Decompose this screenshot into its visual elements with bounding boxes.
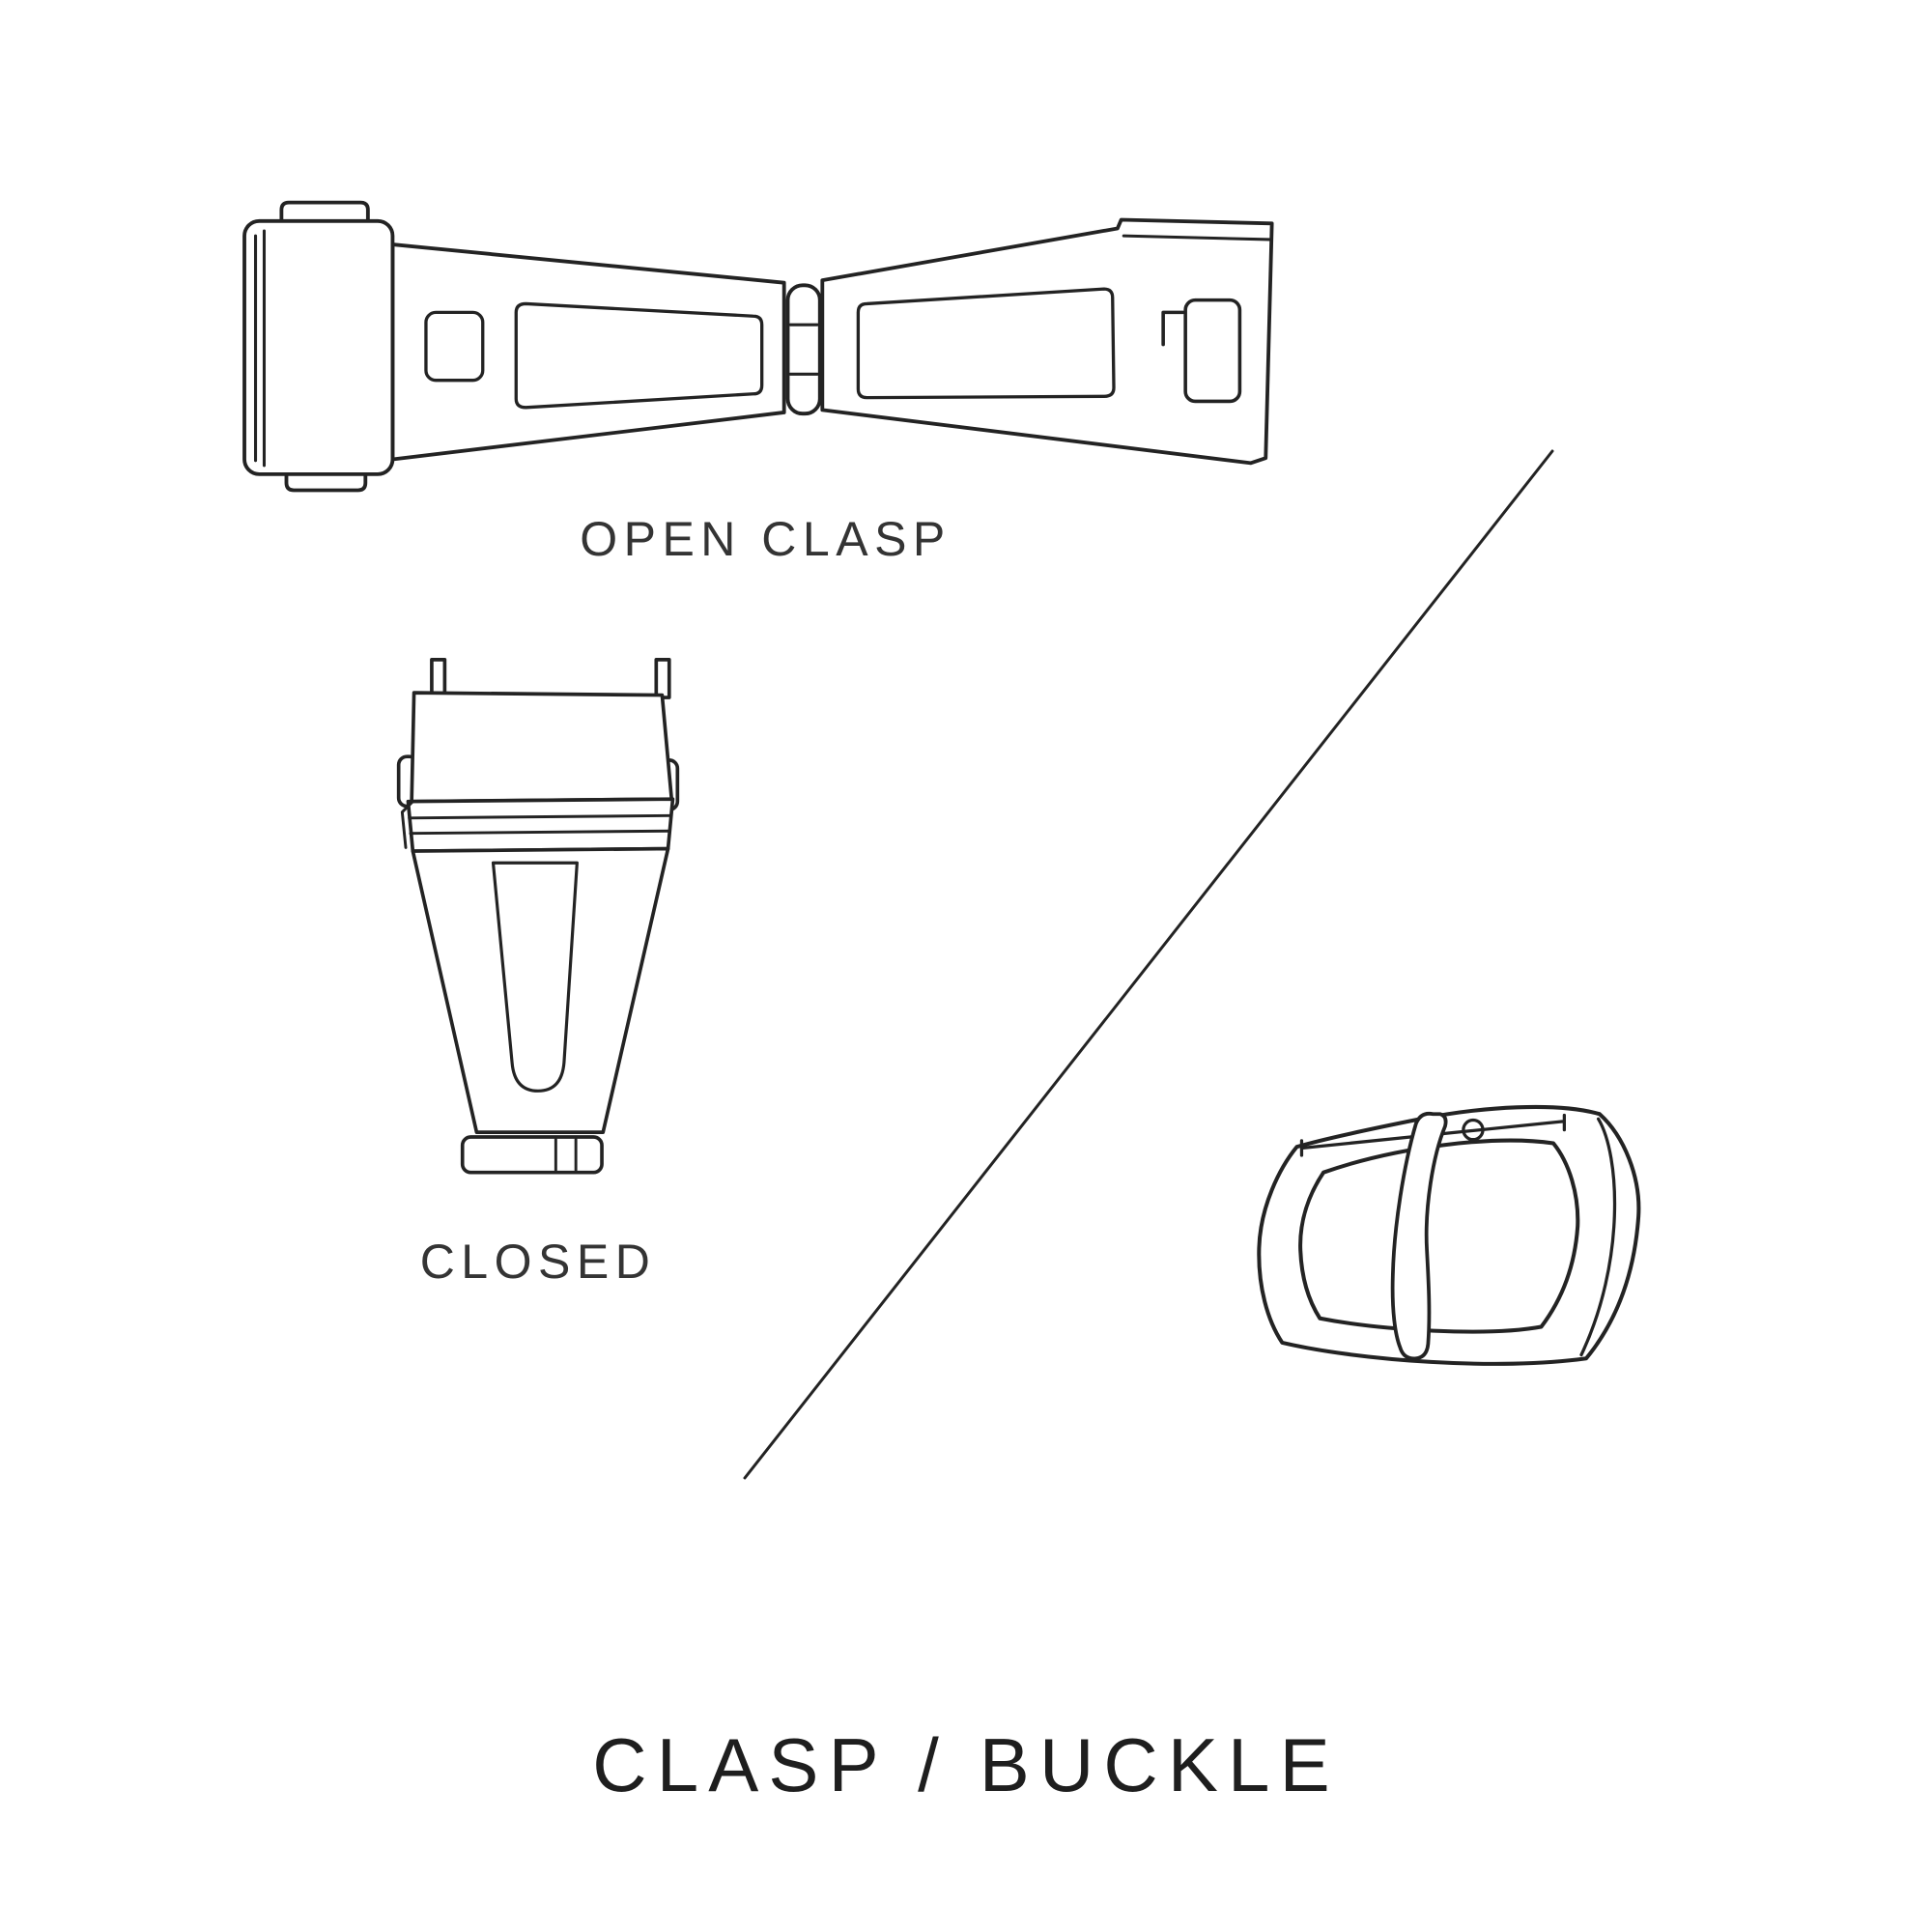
clasp-body [411,846,670,1134]
buckle-tongue-coil [1462,1118,1485,1142]
clasp-fold-cap [242,218,395,476]
clasp-end-slot [1183,298,1242,404]
open-clasp-illustration [242,200,1274,493]
clasp-top-section [410,691,674,804]
closed-clasp-label: CLOSED [419,1235,657,1290]
buckle-side-thickness [1579,1117,1617,1357]
clasp-left-inner-outline [514,301,764,410]
divider-line [743,449,1554,1480]
diagram-title: CLASP / BUCKLE [592,1722,1340,1807]
clasp-left-plate [390,242,786,462]
buckle-illustration [1257,1104,1641,1366]
clasp-right-plate [820,217,1274,466]
closed-clasp-illustration [396,658,680,1175]
buckle-frame-outer [1257,1104,1641,1366]
clasp-band [406,797,675,853]
buckle-frame-inner [1298,1138,1580,1334]
clasp-hinge [785,283,822,416]
open-clasp-figure: OPEN CLASP [222,186,1309,567]
clasp-foot [460,1135,604,1175]
clasp-prong-right [654,658,671,699]
closed-clasp-figure: CLOSED [384,655,692,1290]
clasp-latch-slot [424,310,485,383]
buckle-tongue [1390,1111,1448,1361]
clasp-right-inner-outline [856,287,1116,400]
buckle-figure [1238,1080,1652,1420]
clasp-hook [1161,310,1185,347]
clasp-body-inner-outline [491,861,579,1093]
open-clasp-label: OPEN CLASP [580,511,952,566]
